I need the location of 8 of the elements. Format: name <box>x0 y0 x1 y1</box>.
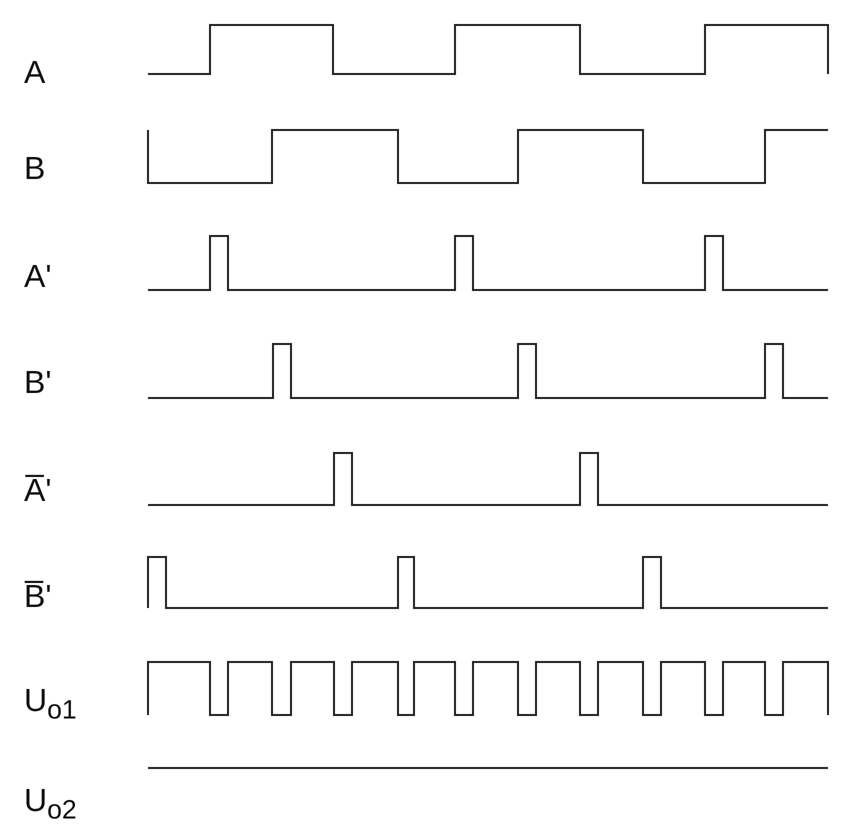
signal-label: U$_{o1}$ <box>24 682 77 726</box>
signal-label: A <box>24 54 46 90</box>
signal-label: A̅' <box>24 472 52 508</box>
signal-label: U$_{o2}$ <box>24 782 77 826</box>
signal-label: B' <box>24 364 52 400</box>
signal-label: A' <box>24 258 52 294</box>
signal-label: B̅' <box>24 578 52 614</box>
signal-label: B <box>24 150 46 186</box>
